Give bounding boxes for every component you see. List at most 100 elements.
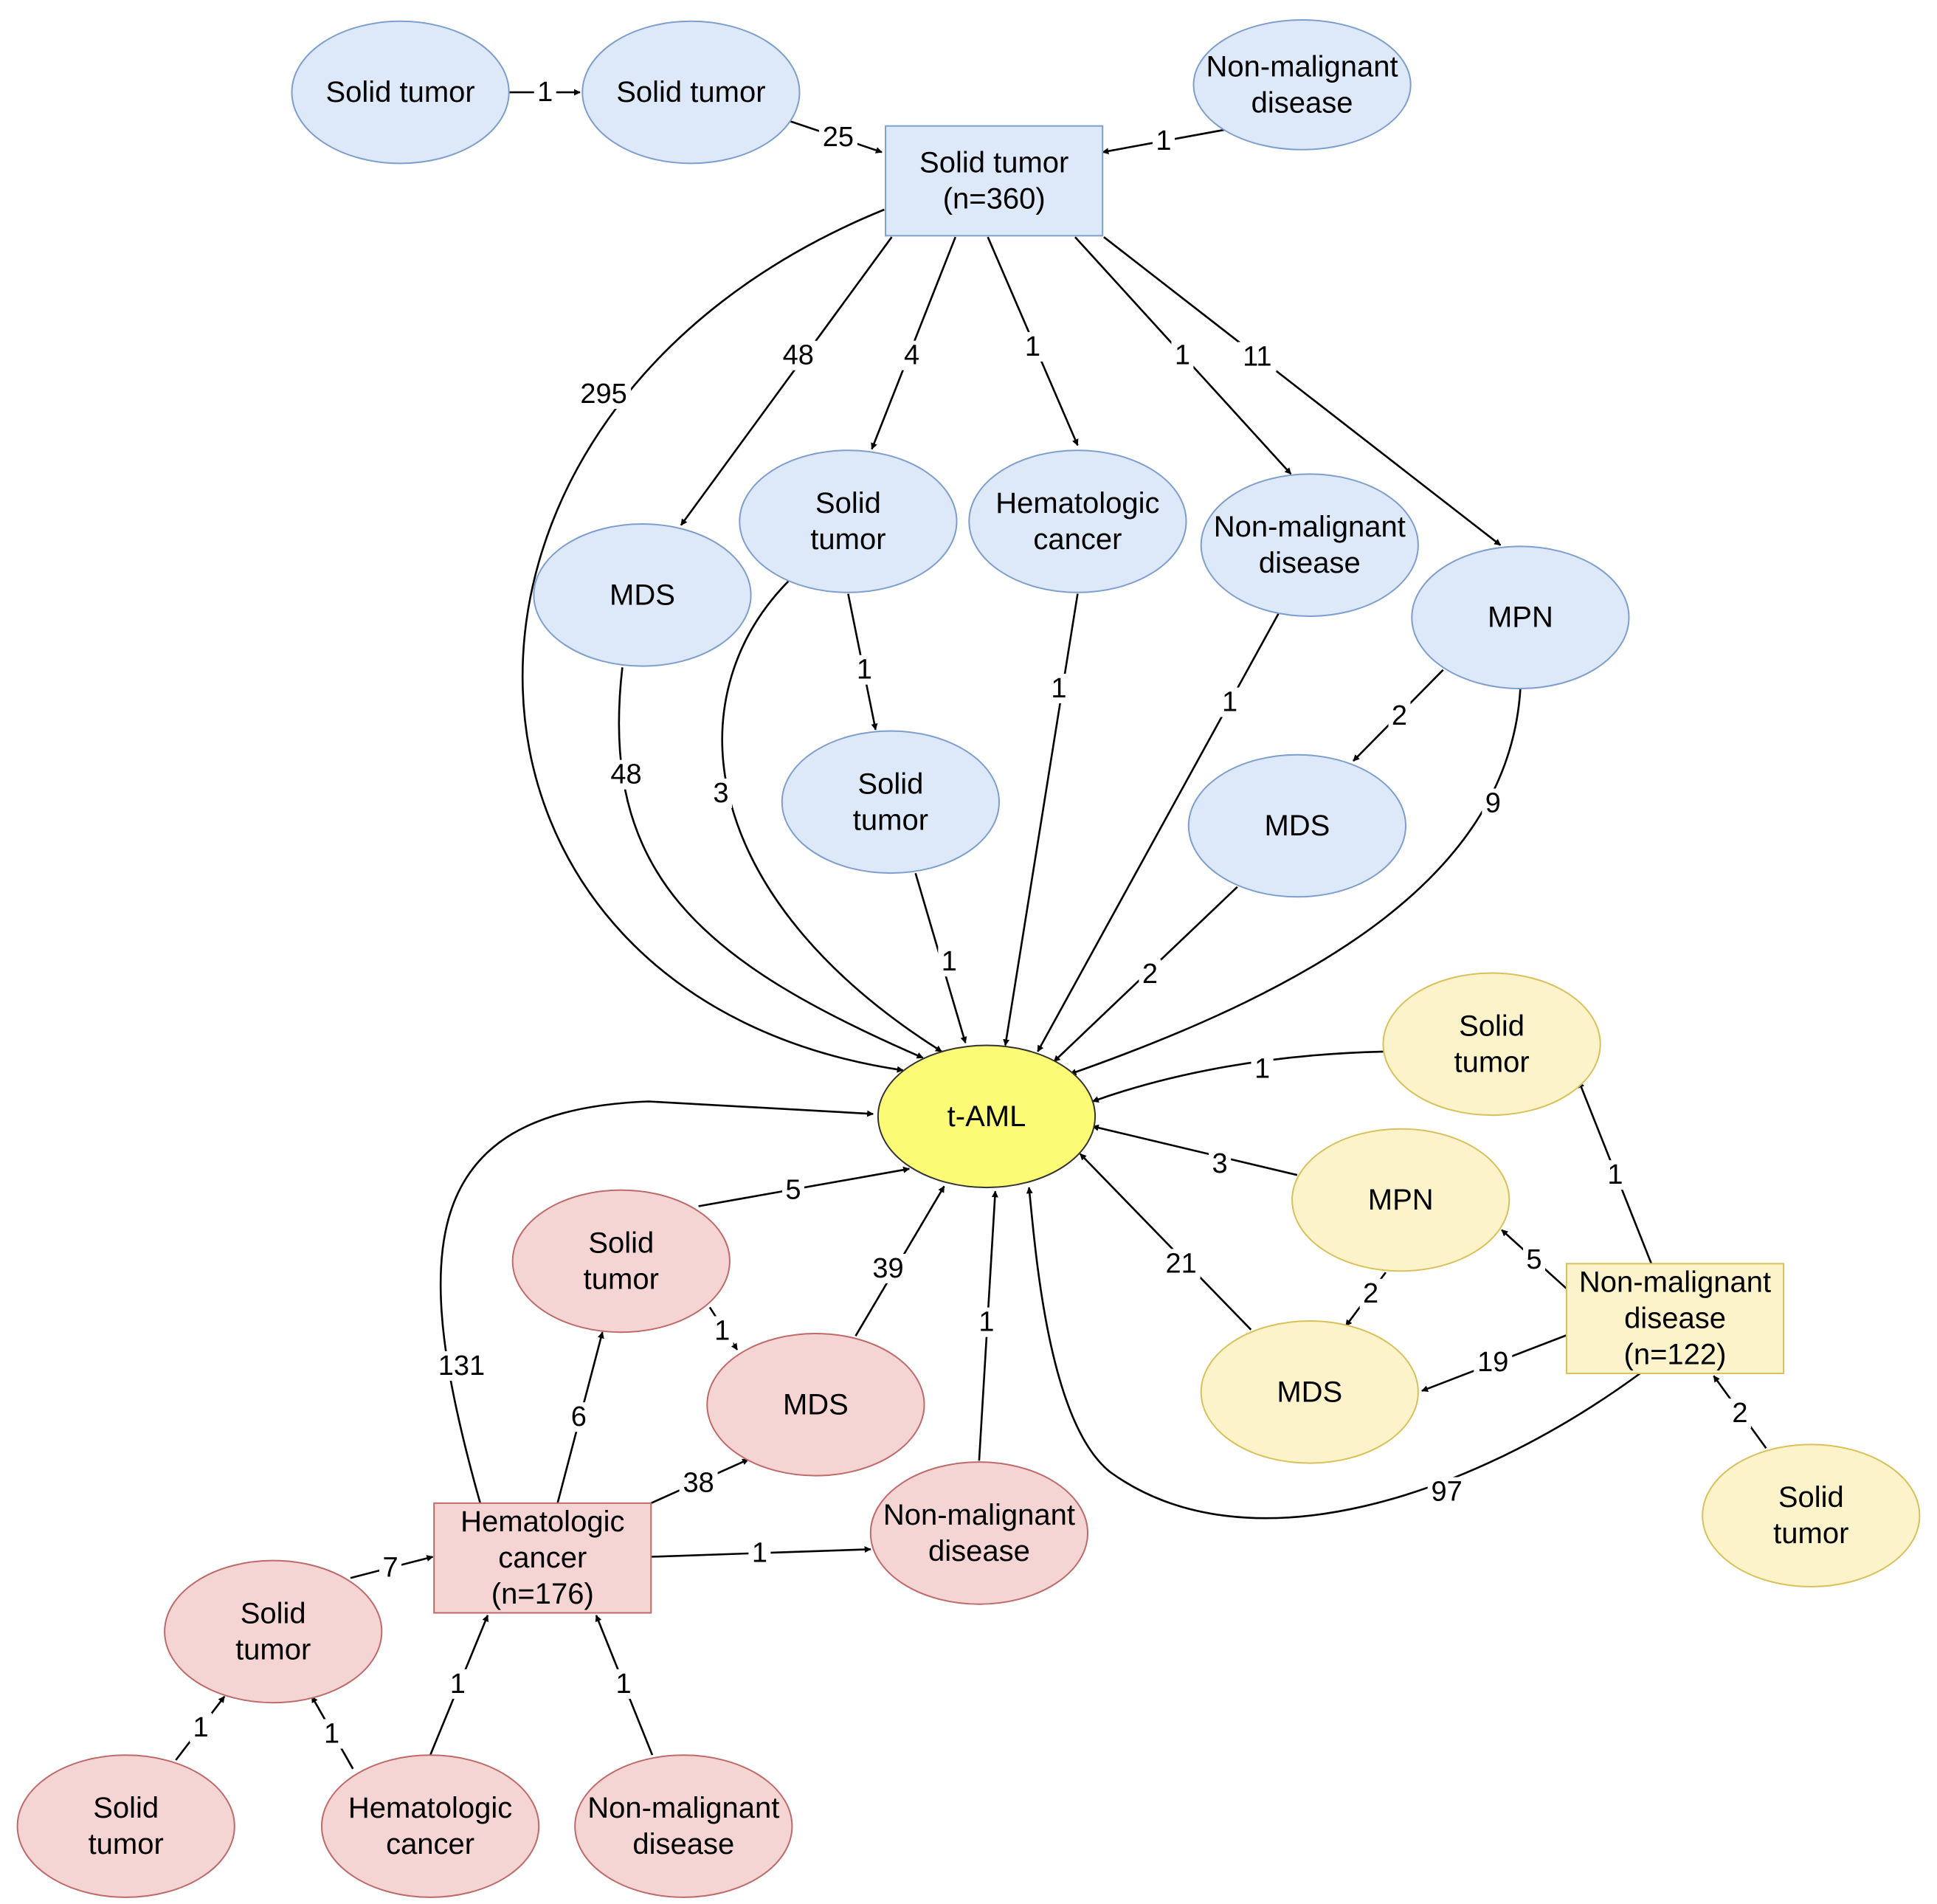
node-b-root: Solid tumor(n=360) [885, 125, 1104, 237]
edge-label: 38 [683, 1468, 714, 1499]
node-label: tumor [810, 523, 885, 556]
node-ellipse [706, 1333, 925, 1477]
edge-label-background [1237, 342, 1277, 372]
node-label: MPN [1488, 601, 1553, 634]
edge-label-background [1161, 1249, 1201, 1279]
edge-label-background [679, 1468, 718, 1498]
edge-label-background [1427, 1477, 1466, 1507]
edge-label-background [1603, 1160, 1626, 1190]
edge-label-background [534, 77, 556, 108]
node-y-mpn: MPN [1291, 1128, 1510, 1272]
edge-label: 25 [823, 122, 854, 153]
edge-label-background [1251, 1054, 1274, 1084]
edge-label-background [446, 1669, 469, 1699]
node-ellipse [291, 20, 510, 165]
node-ellipse [511, 1189, 731, 1334]
node-box [1566, 1263, 1785, 1375]
edge-label: 7 [383, 1553, 398, 1584]
edge-label: 39 [872, 1253, 903, 1284]
edge-label: 1 [324, 1719, 339, 1750]
node-label: MDS [610, 579, 675, 611]
node-label: Solid [241, 1597, 306, 1629]
node-ellipse [164, 1559, 383, 1704]
edge-label: 1 [942, 946, 957, 977]
edge-label: 2 [1392, 700, 1407, 731]
edge-label-background [869, 1254, 908, 1283]
edge-label: 21 [1166, 1248, 1197, 1279]
node-ellipse [968, 449, 1187, 593]
node-label: tumor [235, 1633, 311, 1666]
edge-arrow-hc-taml [1003, 593, 1079, 1046]
edge-arrow-nmmid-taml [1037, 613, 1280, 1052]
edge-label: 1 [450, 1669, 466, 1700]
node-label: Solid [857, 768, 923, 800]
edge-label-background [1153, 126, 1175, 156]
edge-label-background [938, 947, 961, 977]
node-label: Solid [1459, 1010, 1525, 1042]
node-r-mds: MDS [706, 1333, 925, 1477]
node-label: t-AML [947, 1100, 1026, 1133]
edge-label-background [1139, 959, 1161, 990]
node-label: Non-malignant [1579, 1266, 1771, 1299]
node-label: MDS [1264, 810, 1330, 842]
node-label: Solid [815, 487, 881, 520]
edge-label-background [379, 1553, 402, 1583]
node-box [885, 125, 1104, 237]
node-label: (n=360) [943, 183, 1046, 215]
node-ellipse [1192, 19, 1412, 151]
node-label: disease [928, 1535, 1030, 1567]
edge-label: 295 [580, 379, 626, 410]
node-b-mds: MDS [533, 523, 752, 667]
edge-label-background [434, 1351, 489, 1381]
node-ellipse [1291, 1128, 1510, 1272]
node-taml: t-AML [877, 1044, 1097, 1189]
edge-label: 1 [857, 655, 872, 686]
edge-label: 4 [904, 340, 919, 371]
node-label: MDS [783, 1388, 849, 1421]
node-label: MPN [1368, 1184, 1434, 1216]
edge-label: 48 [610, 759, 641, 790]
node-label: tumor [584, 1263, 659, 1295]
node-label: Hematologic [348, 1792, 512, 1824]
node-ellipse [781, 730, 1001, 875]
edge-label-background [612, 1669, 635, 1699]
edge-label-background [853, 655, 876, 685]
node-label: Hematologic [460, 1505, 624, 1538]
edge-label-background [782, 1175, 804, 1205]
edge-label: 1 [616, 1669, 632, 1700]
node-label: Solid tumor [325, 76, 474, 108]
edge-label-background [748, 1538, 771, 1568]
node-b-mpn: MPN [1411, 545, 1630, 690]
edge-label-background [1359, 1278, 1382, 1308]
node-b-st-a: Solid tumor [291, 20, 510, 165]
edge-label-background [818, 122, 857, 152]
edge-label: 1 [1222, 687, 1237, 718]
node-b-nm-mid: Non-malignant disease [1200, 473, 1419, 618]
node-b-mds2: MDS [1187, 753, 1407, 898]
node-label: Solid tumor [616, 76, 765, 108]
node-label: disease [632, 1828, 734, 1860]
edge-label-background [576, 379, 632, 410]
edge-label: 5 [1526, 1244, 1541, 1275]
edge-arrow-yst-taml [1091, 1050, 1385, 1103]
node-label: Non-malignant [1214, 511, 1406, 543]
edge-label: 1 [193, 1712, 209, 1743]
node-ellipse [1200, 1320, 1419, 1464]
edge-arrow-root-mpn [1103, 236, 1502, 546]
edge-label-background [1218, 687, 1241, 717]
edge-arrow-mds-taml [618, 667, 924, 1059]
edge-label-background [710, 779, 732, 808]
edge-label-background [1209, 1149, 1232, 1179]
node-b-st-b: Solid tumor [581, 20, 801, 165]
node-ellipse [869, 1461, 1089, 1605]
edge-label-background [976, 1307, 998, 1337]
edge-label-background [1388, 701, 1411, 731]
node-label: disease [1259, 547, 1361, 579]
